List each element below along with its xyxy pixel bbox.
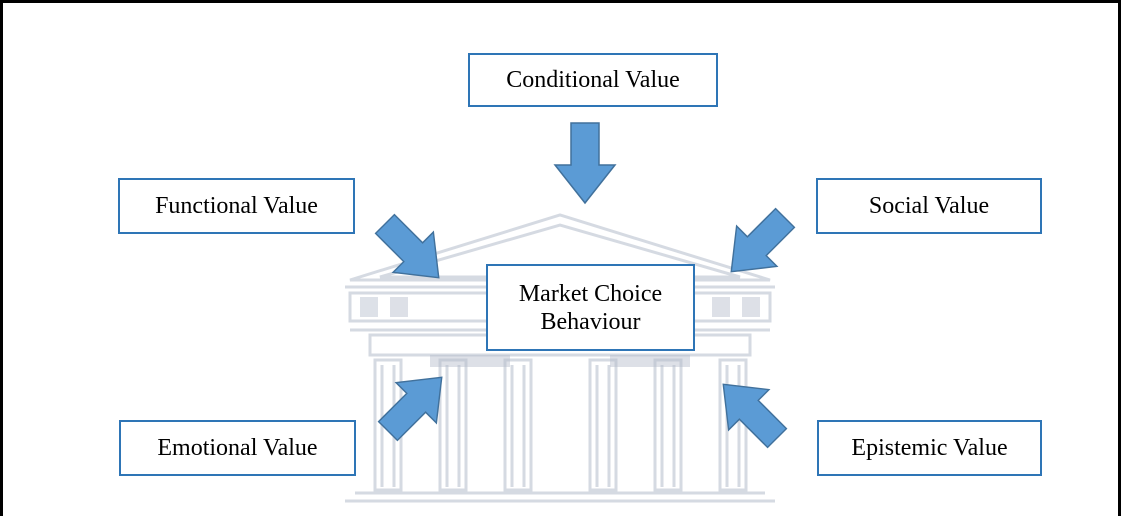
epistemic-value-label: Epistemic Value: [851, 435, 1008, 461]
functional-value-box: Functional Value: [118, 178, 355, 234]
arrow-epistemic-icon: [702, 363, 798, 459]
social-value-box: Social Value: [816, 178, 1042, 234]
arrow-emotional-icon: [367, 356, 463, 452]
conditional-value-label: Conditional Value: [506, 67, 680, 93]
functional-value-label: Functional Value: [155, 193, 318, 219]
emotional-value-label: Emotional Value: [157, 435, 318, 461]
social-value-label: Social Value: [868, 193, 990, 219]
emotional-value-box: Emotional Value: [119, 420, 356, 476]
conditional-value-box: Conditional Value: [468, 53, 718, 107]
market-choice-behaviour-box: Market Choice Behaviour: [486, 264, 695, 351]
epistemic-value-box: Epistemic Value: [817, 420, 1042, 476]
arrow-social-icon: [710, 197, 806, 293]
market-choice-behaviour-label: Market Choice Behaviour: [518, 280, 663, 335]
arrow-conditional-icon: [554, 122, 616, 204]
arrow-functional-icon: [364, 203, 460, 299]
